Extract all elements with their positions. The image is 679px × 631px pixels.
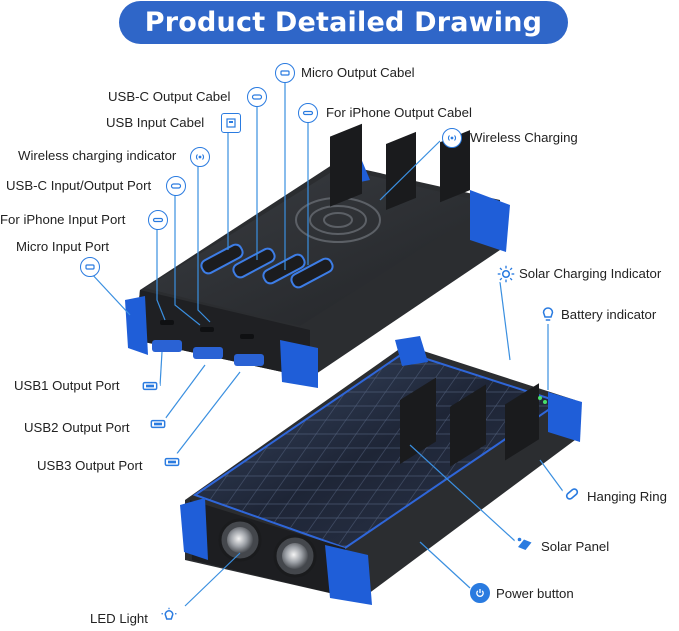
sun-icon (496, 264, 516, 284)
solar-panel-icon (514, 534, 534, 554)
label-iphone-output: For iPhone Output Cabel (326, 105, 472, 120)
label-wireless-indicator: Wireless charging indicator (18, 148, 177, 163)
wireless-icon (442, 128, 462, 148)
page-title: Product Detailed Drawing (144, 7, 543, 38)
label-usb1: USB1 Output Port (14, 378, 120, 393)
label-usbc-output: USB-C Output Cabel (108, 89, 231, 104)
micro-port-icon (80, 257, 100, 277)
label-usb3: USB3 Output Port (37, 458, 143, 473)
builtin-cables (200, 243, 334, 289)
led-light-icon (159, 606, 179, 626)
power-icon (470, 583, 490, 603)
powerbank-top (125, 123, 510, 388)
battery-bulb-icon (538, 304, 558, 324)
ring-icon (562, 484, 582, 504)
powerbank-bottom (180, 336, 582, 605)
label-wireless-charging: Wireless Charging (470, 130, 578, 145)
micro-usb-icon (275, 63, 295, 83)
label-solar-indicator: Solar Charging Indicator (519, 266, 662, 281)
usb2-port-icon (148, 414, 168, 434)
label-power-button: Power button (496, 586, 574, 601)
usb3-port-icon (162, 452, 182, 472)
wireless-indicator-icon (190, 147, 210, 167)
label-usbc-io-port: USB-C Input/Output Port (6, 178, 152, 193)
label-micro-input: Micro Input Port (16, 239, 110, 254)
label-battery-indicator: Battery indicator (561, 307, 657, 322)
label-solar-panel: Solar Panel (541, 539, 610, 554)
lightning-icon (298, 103, 318, 123)
usb-c-icon (247, 87, 267, 107)
lightning-port-icon (148, 210, 168, 230)
label-micro-output: Micro Output Cabel (301, 65, 415, 80)
leader-lines (89, 82, 566, 607)
title-banner: Product Detailed Drawing (119, 1, 568, 44)
label-led-light: LED Light (90, 611, 148, 626)
label-hanging-ring: Hanging Ring (587, 489, 667, 504)
label-usb2: USB2 Output Port (24, 420, 130, 435)
label-iphone-input: For iPhone Input Port (0, 212, 126, 227)
label-usb-input: USB Input Cabel (106, 115, 205, 130)
usb1-port-icon (140, 376, 160, 396)
usb-c-port-icon (166, 176, 186, 196)
usb-a-icon (221, 113, 241, 133)
